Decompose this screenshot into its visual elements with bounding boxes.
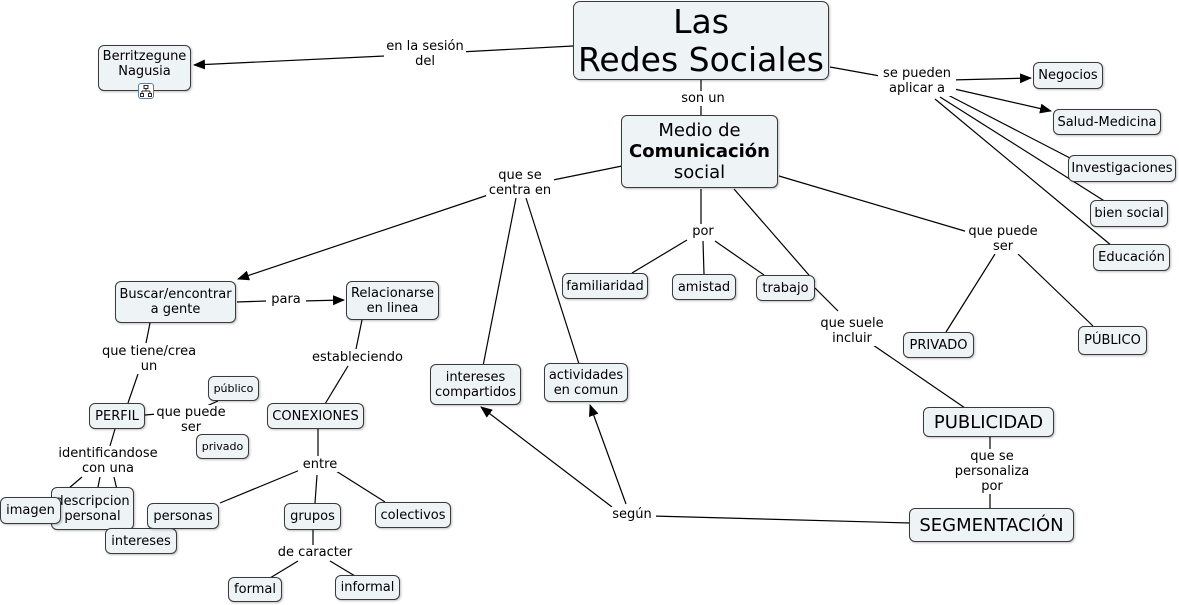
node-salud-medicina[interactable]: Salud-Medicina — [1053, 109, 1161, 135]
edge-relacionarse-estableciendo — [355, 319, 363, 350]
node-familiaridad[interactable]: familiaridad — [562, 273, 648, 299]
edge-sesion-berritzegune — [193, 55, 386, 70]
edge-buscar-para — [236, 300, 267, 303]
edge-segun-intereses — [480, 406, 613, 508]
edge-aplicar-salud — [949, 87, 1052, 114]
edge-redes-sesion — [459, 45, 574, 53]
edge-aplicar-negocios — [949, 73, 1032, 84]
edge-por-familiaridad — [631, 239, 688, 274]
edge-aplicar-investigaciones — [945, 93, 1071, 159]
link-entre: entre — [298, 457, 342, 472]
link-que-se-centra-en: que se centra en — [486, 168, 554, 198]
link-estableciendo: estableciendo — [310, 350, 404, 365]
edge-medio-suele — [733, 188, 816, 283]
node-trabajo[interactable]: trabajo — [756, 275, 815, 301]
node-publico-small[interactable]: público — [208, 376, 259, 401]
node-intereses-compartidos[interactable]: intereses compartidos — [430, 364, 521, 405]
edge-medio-puedeser — [778, 175, 969, 233]
node-colectivos[interactable]: colectivos — [375, 502, 451, 528]
medio-line3: social — [673, 162, 726, 183]
edge-segmentacion-segun — [651, 515, 911, 524]
edge-entre-colectivos — [335, 470, 386, 503]
edge-aplicar-educacion — [934, 98, 1113, 247]
edge-centra-actividades — [525, 197, 580, 365]
edge-caracter-formal — [269, 560, 299, 579]
link-que-puede-ser-perfil: que puede ser — [154, 405, 228, 435]
edge-trabajo-suele — [814, 287, 839, 312]
node-publicidad[interactable]: PUBLICIDAD — [923, 407, 1054, 437]
edge-tiene-perfil — [127, 373, 139, 404]
edge-estableciendo-conexiones — [324, 365, 349, 405]
edge-entre-personas — [219, 469, 301, 504]
edge-aplicar-biensocial — [939, 96, 1107, 203]
node-buscar-encontrar-gente[interactable]: Buscar/encontrar a gente — [115, 281, 236, 323]
node-imagen[interactable]: imagen — [0, 497, 61, 524]
node-educacion[interactable]: Educación — [1093, 244, 1170, 271]
link-se-pueden-aplicar: se pueden aplicar a — [878, 66, 956, 96]
link-que-puede-ser: que puede ser — [965, 224, 1041, 254]
hierarchy-icon[interactable] — [138, 83, 154, 99]
node-las-redes-sociales[interactable]: Las Redes Sociales — [573, 1, 829, 80]
link-son-un: son un — [678, 91, 728, 106]
node-relacionarse-en-linea[interactable]: Relacionarse en linea — [346, 281, 439, 320]
edge-para-relacionarse — [301, 295, 345, 306]
link-segun: según — [608, 507, 656, 522]
link-de-caracter: de caracter — [274, 545, 356, 560]
medio-line2: Comunicación — [629, 141, 770, 162]
edge-por-trabajo — [714, 240, 765, 276]
link-que-tiene-crea: que tiene/crea un — [98, 344, 200, 374]
edge-perfil-ident — [109, 428, 116, 447]
edge-centra-intereses — [482, 197, 517, 367]
edge-centra-buscar — [237, 194, 489, 281]
node-publico[interactable]: PÚBLICO — [1078, 326, 1147, 355]
node-privado[interactable]: PRIVADO — [903, 332, 974, 358]
edge-por-amistad — [702, 240, 705, 275]
node-conexiones[interactable]: CONEXIONES — [267, 403, 364, 429]
edge-puedeser-publico — [1017, 253, 1094, 327]
link-por: por — [687, 224, 719, 239]
node-negocios[interactable]: Negocios — [1033, 62, 1103, 89]
node-bien-social[interactable]: bien social — [1090, 200, 1168, 227]
edge-caracter-informal — [329, 560, 356, 577]
link-que-suele-incluir: que suele incluir — [815, 316, 889, 346]
node-privado-small[interactable]: privado — [196, 434, 249, 459]
node-informal[interactable]: informal — [335, 575, 400, 600]
link-para: para — [266, 292, 306, 307]
edge-segun-actividades — [589, 404, 627, 505]
node-formal[interactable]: formal — [228, 577, 282, 602]
node-perfil[interactable]: PERFIL — [89, 403, 145, 429]
edge-puedeser-privado — [945, 253, 996, 333]
edge-entre-grupos — [314, 474, 318, 504]
edge-medio-centra — [547, 165, 623, 182]
node-amistad[interactable]: amistad — [672, 274, 736, 300]
edge-suele-publicidad — [872, 344, 966, 409]
link-en-la-sesion: en la sesión del — [384, 39, 466, 69]
edge-buscar-tiene — [145, 322, 151, 344]
node-medio-de-comunicacion-social[interactable]: Medio de Comunicación social — [621, 115, 778, 188]
node-berritzegune-nagusia[interactable]: Berritzegune Nagusia — [98, 45, 191, 91]
node-grupos[interactable]: grupos — [284, 503, 341, 530]
link-identificandose: identificandose con una — [56, 446, 160, 476]
node-actividades-en-comun[interactable]: actividades en comun — [544, 363, 628, 402]
node-investigaciones[interactable]: Investigaciones — [1068, 155, 1176, 182]
node-personas[interactable]: personas — [147, 503, 219, 529]
edge-redes-aplicar — [829, 66, 881, 77]
medio-line1: Medio de — [658, 120, 741, 141]
edge-ident-descripcion — [97, 476, 101, 488]
link-que-se-personaliza-por: que se personaliza por — [951, 449, 1033, 494]
node-intereses[interactable]: intereses — [105, 528, 177, 554]
node-descripcion-personal[interactable]: descripcion personal — [51, 487, 134, 530]
node-segmentacion[interactable]: SEGMENTACIÓN — [909, 508, 1074, 542]
